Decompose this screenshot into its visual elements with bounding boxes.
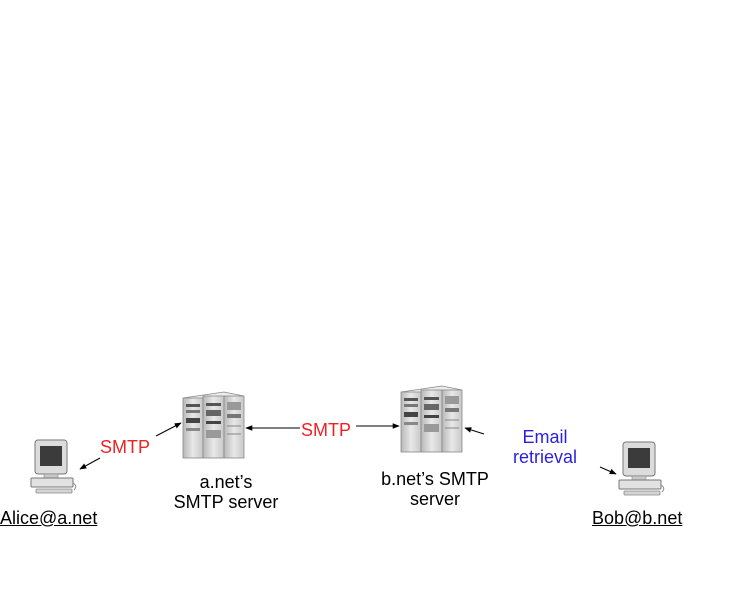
smtp-label-left: SMTP (100, 437, 151, 457)
alice-computer-icon (30, 439, 77, 494)
arrow-alice-to-smtp-label (79, 457, 101, 470)
b-net-server-icon (400, 385, 463, 453)
a-net-server-label: a.net’s SMTP server (166, 472, 286, 512)
a-net-server-line2: SMTP server (173, 492, 279, 512)
a-net-server-icon (182, 391, 245, 459)
retrieval-line2: retrieval (512, 447, 578, 467)
arrow-smtp-label-to-a-server (155, 422, 182, 437)
b-net-server-line1: b.net’s SMTP (381, 469, 489, 489)
smtp-label-middle: SMTP (301, 420, 352, 440)
retrieval-line1: Email (522, 427, 568, 447)
b-net-server-label: b.net’s SMTP server (372, 469, 498, 509)
email-retrieval-label: Email retrieval (508, 427, 582, 467)
bob-computer-icon (618, 441, 665, 496)
arrow-retrieval-to-bob (599, 466, 617, 475)
arrow-retrieval-to-b-server (464, 427, 485, 435)
bob-address-label: Bob@b.net (592, 508, 683, 528)
b-net-server-line2: server (409, 489, 460, 509)
a-net-server-line1: a.net’s (199, 472, 253, 492)
alice-address-label: Alice@a.net (0, 508, 98, 528)
